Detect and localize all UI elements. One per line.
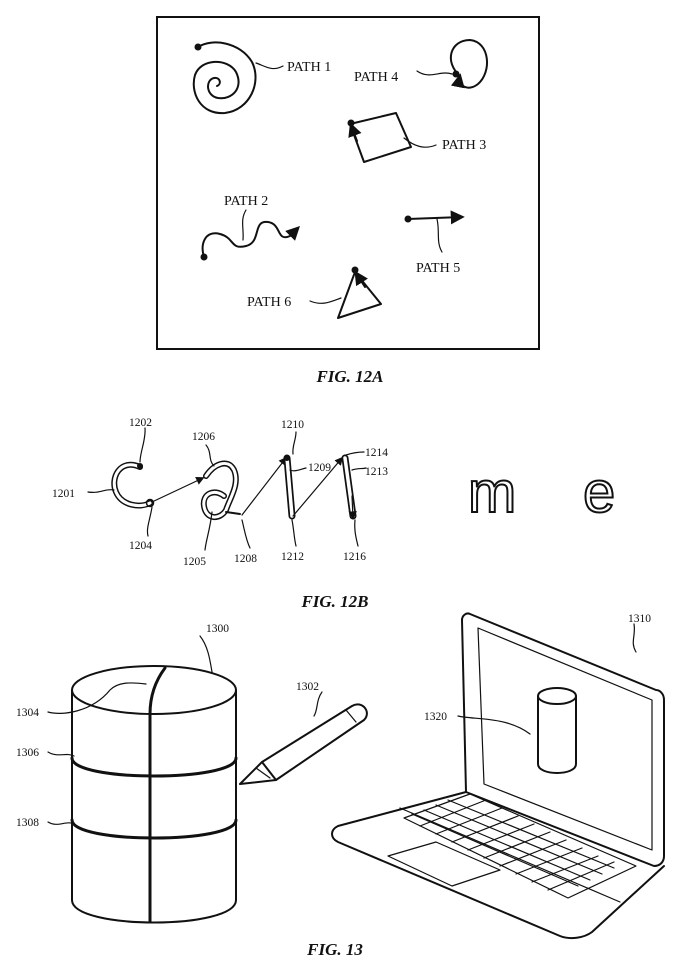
path-5-arrow: PATH 5 bbox=[404, 210, 465, 276]
label-1216: 1216 bbox=[343, 551, 366, 563]
label-1206: 1206 bbox=[192, 431, 215, 443]
label-1213: 1213 bbox=[365, 466, 388, 478]
jump-arrow-2 bbox=[241, 456, 288, 516]
label-1300: 1300 bbox=[206, 623, 229, 635]
path-3-shape: PATH 3 bbox=[347, 112, 486, 163]
label-1304: 1304 bbox=[16, 707, 39, 719]
laptop-device bbox=[331, 612, 665, 940]
label-1202: 1202 bbox=[129, 417, 152, 429]
label-1212: 1212 bbox=[281, 551, 304, 563]
jump-arrow-1 bbox=[151, 477, 205, 503]
outlined-letter-e: e bbox=[583, 460, 615, 525]
path-5-label: PATH 5 bbox=[416, 261, 460, 276]
path-4-label: PATH 4 bbox=[354, 70, 398, 85]
path-3-leader bbox=[403, 137, 437, 148]
label-1209: 1209 bbox=[308, 462, 331, 474]
label-1205: 1205 bbox=[183, 556, 206, 568]
fig-12a: PATH 1 PATH 4 PATH 3 PATH 2 bbox=[156, 16, 540, 386]
path-2-label: PATH 2 bbox=[224, 194, 268, 209]
label-1306: 1306 bbox=[16, 747, 39, 759]
fig-12a-frame bbox=[156, 16, 540, 350]
stroke-a-tail bbox=[225, 511, 241, 515]
label-1204: 1204 bbox=[129, 540, 152, 552]
path-4-loop: PATH 4 bbox=[354, 39, 489, 89]
label-1320: 1320 bbox=[424, 711, 447, 723]
label-1310: 1310 bbox=[628, 613, 651, 625]
path-2-leader bbox=[242, 209, 247, 241]
path-1-spiral: PATH 1 bbox=[192, 41, 331, 115]
path-3-label: PATH 3 bbox=[442, 138, 486, 153]
label-1210: 1210 bbox=[281, 419, 304, 431]
fig-12b-caption: FIG. 12B bbox=[300, 592, 368, 611]
path-1-leader bbox=[255, 62, 284, 70]
label-1308: 1308 bbox=[16, 817, 39, 829]
label-1208: 1208 bbox=[234, 553, 257, 565]
path-6-triangle: PATH 6 bbox=[247, 266, 382, 319]
path-1-label: PATH 1 bbox=[287, 60, 331, 75]
path-4-leader bbox=[416, 70, 453, 76]
jump-arrow-3 bbox=[292, 456, 344, 517]
fig-13: 1300 1302 1304 1306 1308 1310 1320 FIG. … bbox=[16, 612, 665, 959]
trackpad bbox=[387, 841, 501, 887]
path-2-wave: PATH 2 bbox=[200, 194, 300, 261]
cylinder-object bbox=[70, 665, 238, 924]
outlined-letter-m: m bbox=[468, 460, 516, 525]
fig-12a-caption: FIG. 12A bbox=[315, 367, 383, 386]
path-6-label: PATH 6 bbox=[247, 295, 291, 310]
label-1302: 1302 bbox=[296, 681, 319, 693]
stylus bbox=[239, 703, 368, 785]
path-5-leader bbox=[436, 218, 443, 253]
path-6-leader bbox=[309, 297, 342, 304]
fig-12b: m e 1201 1202 1204 1205 1206 1208 1209 1… bbox=[52, 417, 616, 611]
label-1201: 1201 bbox=[52, 488, 75, 500]
label-1214: 1214 bbox=[365, 447, 388, 459]
screen-cylinder bbox=[537, 695, 577, 774]
fig-13-caption: FIG. 13 bbox=[306, 940, 363, 959]
